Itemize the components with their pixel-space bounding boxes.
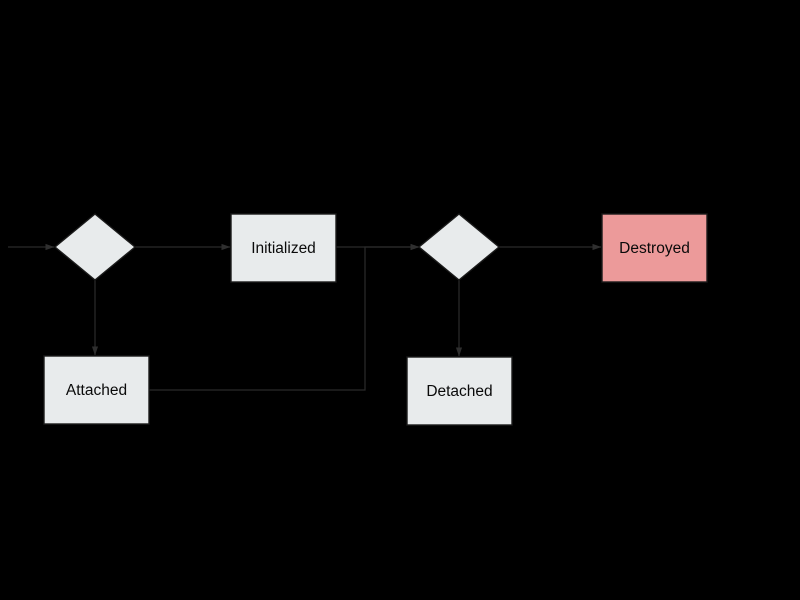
node-label-initialized: Initialized [251,240,316,257]
node-decision-2[interactable] [417,213,501,281]
edge-attached-to-decision-2 [149,243,420,391]
state-box-shape [230,213,337,283]
node-label-destroyed: Destroyed [619,240,690,257]
decision-diamond-shape [53,213,137,281]
edges-layer [8,243,602,391]
state-box-shape [601,213,708,283]
node-initialized[interactable]: Initialized [230,213,337,283]
node-decision-1[interactable] [53,213,137,281]
node-attached[interactable]: Attached [43,355,150,425]
state-box-shape [406,356,513,426]
decision-diamond-shape [417,213,501,281]
node-destroyed[interactable]: Destroyed [601,213,708,283]
node-label-attached: Attached [66,382,127,399]
node-label-detached: Detached [426,383,492,400]
node-detached[interactable]: Detached [406,356,513,426]
state-box-shape [43,355,150,425]
